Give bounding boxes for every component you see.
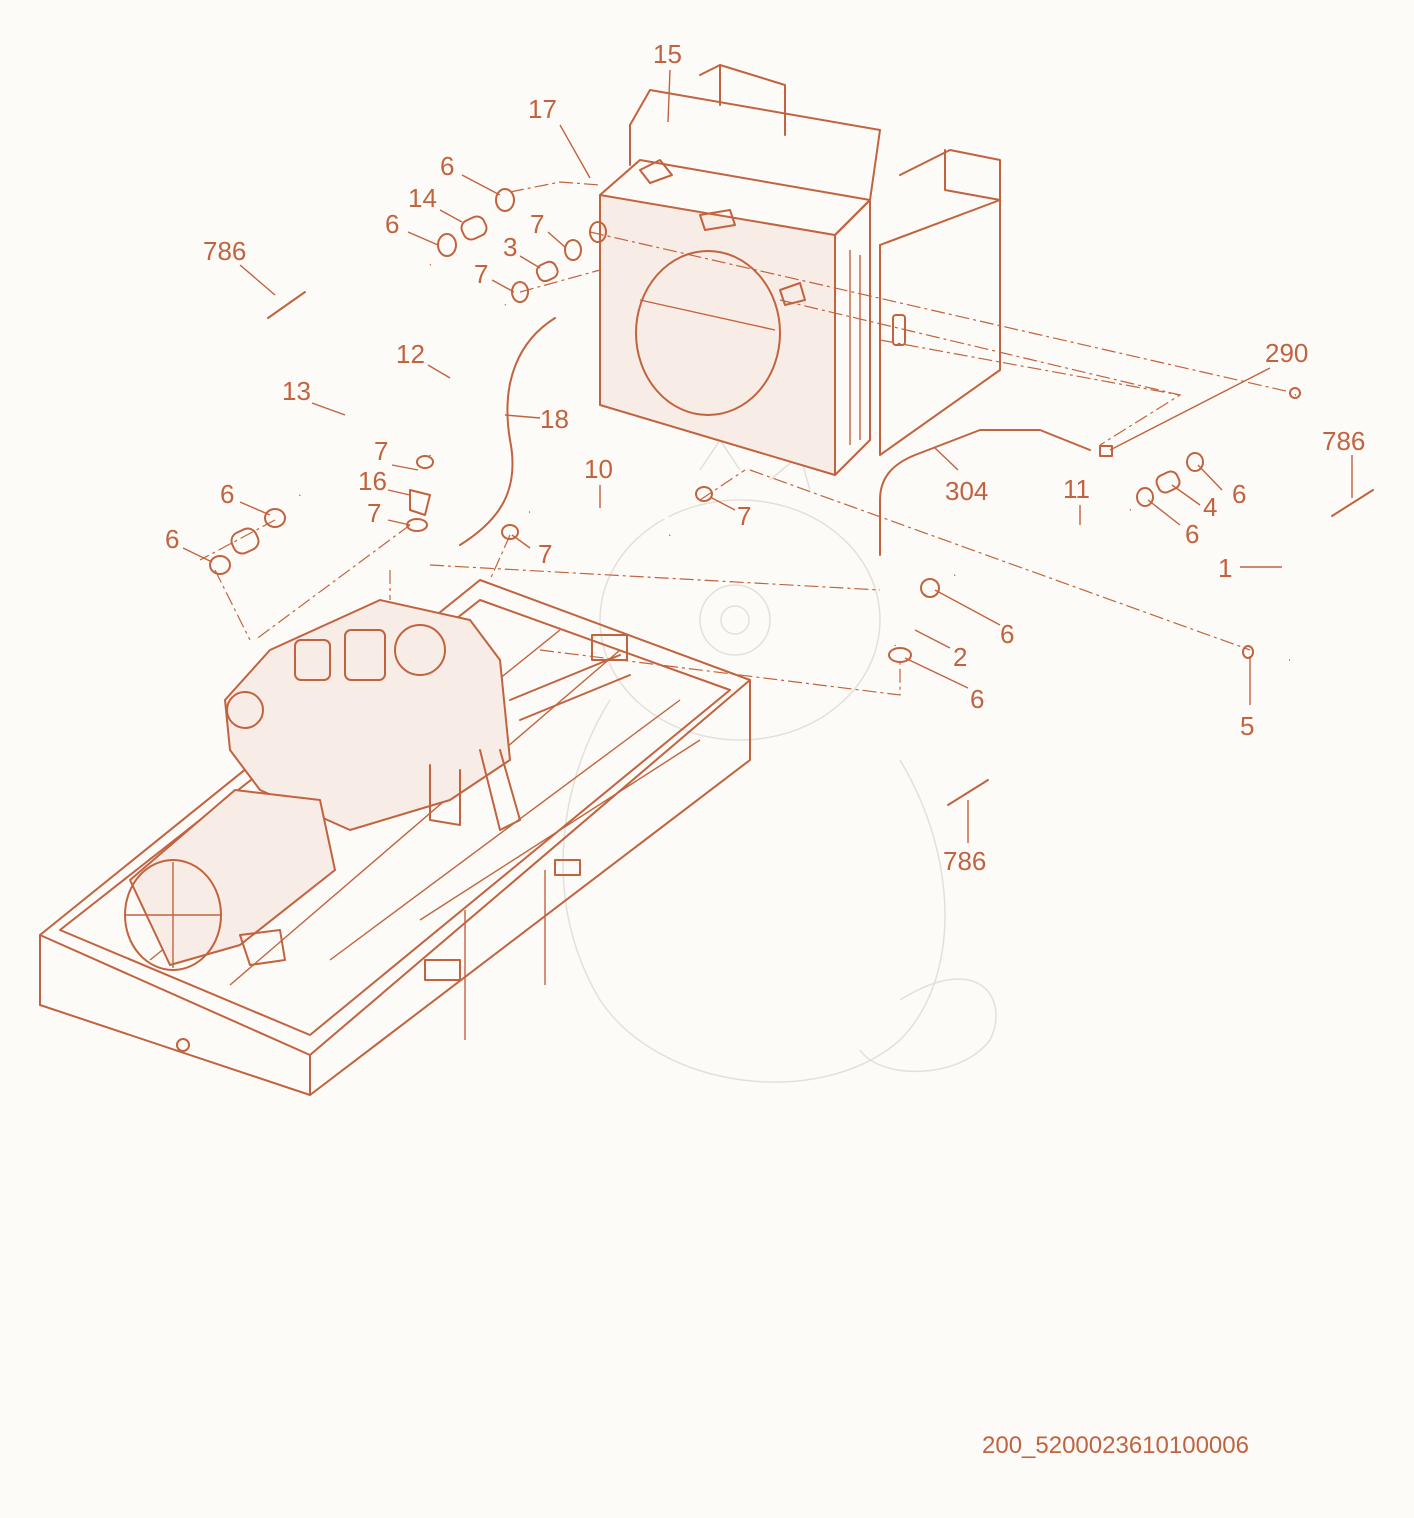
callout-11: 11 <box>1063 474 1090 504</box>
radiator-assembly <box>599 64 1001 476</box>
callout-13: 13 <box>282 376 311 406</box>
callout-17: 17 <box>528 94 557 124</box>
callout-786: 786 <box>1322 426 1365 456</box>
cable-ties-786 <box>267 291 1374 806</box>
callout-14: 14 <box>408 183 437 213</box>
callout-15: 15 <box>653 39 682 69</box>
callout-7: 7 <box>530 209 544 239</box>
callout-5: 5 <box>1240 711 1254 741</box>
engine-block <box>224 599 631 831</box>
callout-18: 18 <box>540 404 569 434</box>
callout-7: 7 <box>474 259 488 289</box>
callout-290: 290 <box>1265 338 1308 368</box>
callout-3: 3 <box>503 232 517 262</box>
callout-6: 6 <box>440 151 454 181</box>
leader-lines <box>182 69 1353 843</box>
callout-6: 6 <box>1000 619 1014 649</box>
callout-2: 2 <box>953 642 967 672</box>
watermark-figure <box>562 438 997 1083</box>
callout-labels: 15 17 6 14 6 7 3 7 786 12 13 18 7 16 6 7… <box>165 39 1365 876</box>
callout-7: 7 <box>374 436 388 466</box>
hoses <box>298 263 1323 668</box>
callout-7: 7 <box>367 498 381 528</box>
callout-786: 786 <box>943 846 986 876</box>
callout-10: 10 <box>584 454 613 484</box>
assembly-lines <box>199 181 1291 696</box>
drawing-code: 200_5200023610100006 <box>982 1432 1249 1459</box>
callout-1: 1 <box>1218 553 1232 583</box>
callout-6: 6 <box>970 684 984 714</box>
callout-786: 786 <box>203 236 246 266</box>
callout-4: 4 <box>1203 492 1217 522</box>
callout-6: 6 <box>385 209 399 239</box>
callout-16: 16 <box>358 466 387 496</box>
clamps-and-couplers <box>209 188 1301 663</box>
callout-6: 6 <box>165 524 179 554</box>
callout-304: 304 <box>945 476 988 506</box>
callout-7: 7 <box>538 539 552 569</box>
callout-6: 6 <box>1232 479 1246 509</box>
callout-12: 12 <box>396 339 425 369</box>
callout-6: 6 <box>1185 519 1199 549</box>
alternator <box>124 789 336 971</box>
callout-7: 7 <box>737 501 751 531</box>
callout-6: 6 <box>220 479 234 509</box>
